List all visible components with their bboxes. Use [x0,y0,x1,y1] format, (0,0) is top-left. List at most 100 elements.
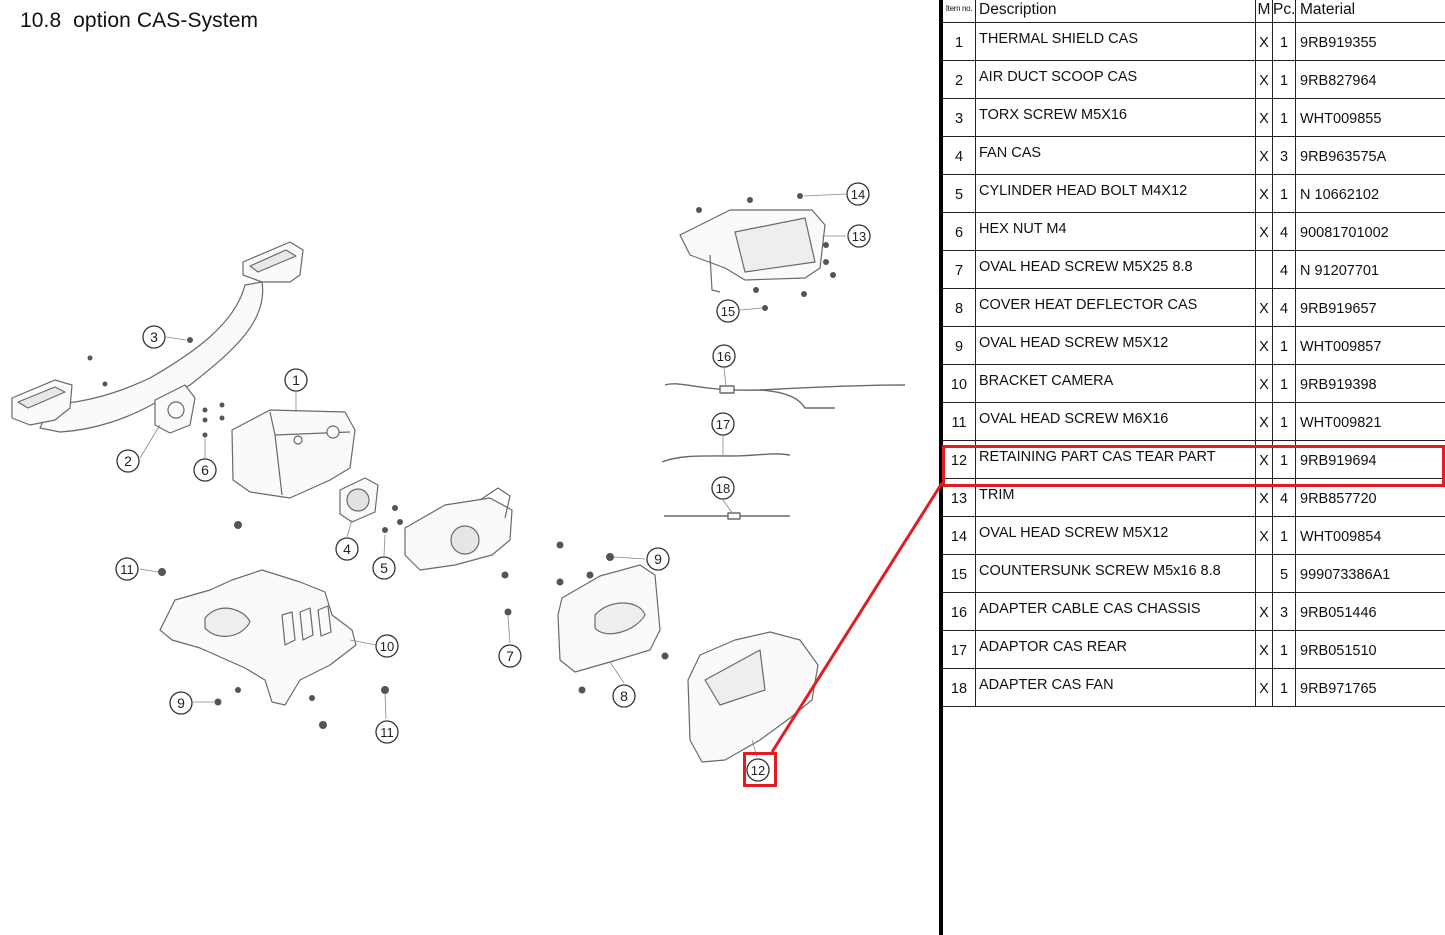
cell-pc: 1 [1272,630,1296,669]
cell-material: WHT009854 [1295,516,1445,555]
callout-number: 14 [851,187,865,202]
cell-item: 4 [943,136,976,175]
callout-circle [335,537,359,561]
cell-item: 5 [943,174,976,213]
callout-circle [612,684,636,708]
cell-m: X [1255,22,1273,61]
callout-number: 3 [150,329,158,345]
callout-circle [169,691,193,715]
fan-part [339,477,379,523]
cables [661,383,906,520]
air-duct-scoop-part [11,241,304,434]
cell-m: X [1255,516,1273,555]
cell-m: X [1255,402,1273,441]
callout-number: 15 [721,304,735,319]
cell-item: 6 [943,212,976,251]
cell-description: ADAPTER CABLE CAS CHASSIS [975,592,1256,631]
cell-m: X [1255,630,1273,669]
callout-16: 16 [712,344,736,368]
cell-pc: 3 [1272,592,1296,631]
leader-lines [139,193,847,758]
cell-item: 8 [943,288,976,327]
cell-pc: 1 [1272,402,1296,441]
trim-part [679,209,826,293]
callout-number: 11 [120,562,134,577]
callout-17: 17 [711,412,735,436]
header-pc: Pc. [1272,0,1296,23]
cell-description: BRACKET CAMERA [975,364,1256,403]
callout-5: 5 [372,556,396,580]
callout-number: 17 [716,417,730,432]
cell-description: CYLINDER HEAD BOLT M4X12 [975,174,1256,213]
cell-pc: 1 [1272,364,1296,403]
callout-number: 13 [852,229,866,244]
cell-m [1255,250,1273,289]
cell-material: WHT009821 [1295,402,1445,441]
cell-description: COVER HEAT DEFLECTOR CAS [975,288,1256,327]
cell-material: 90081701002 [1295,212,1445,251]
cell-item: 9 [943,326,976,365]
cell-item: 10 [943,364,976,403]
cell-description: THERMAL SHIELD CAS [975,22,1256,61]
parts-drawing [11,209,906,763]
callout-circle [846,182,870,206]
cell-description: FAN CAS [975,136,1256,175]
callout-2: 2 [116,449,140,473]
cell-material: 9RB919694 [1295,440,1445,479]
bracket-camera-part [159,569,357,706]
cell-pc: 4 [1272,288,1296,327]
cell-pc: 5 [1272,554,1296,593]
cell-material: 9RB971765 [1295,668,1445,707]
cell-m: X [1255,60,1273,99]
cell-material: 9RB919657 [1295,288,1445,327]
cell-item: 11 [943,402,976,441]
cell-material: 9RB963575A [1295,136,1445,175]
cell-description: TORX SCREW M5X16 [975,98,1256,137]
callout-7: 7 [498,644,522,668]
parts-list-table: Item no. Description M Pc. Material 1 THE… [943,0,1445,707]
cell-pc: 1 [1272,98,1296,137]
cell-m: X [1255,174,1273,213]
cell-pc: 1 [1272,668,1296,707]
cell-description: OVAL HEAD SCREW M5X12 [975,516,1256,555]
cell-item: 3 [943,98,976,137]
panel-divider [939,0,943,935]
header-material: Material [1295,0,1445,23]
callout-9: 9 [646,547,670,571]
callout-15: 15 [716,299,740,323]
callout-number: 1 [292,372,300,388]
callout-number: 12 [751,763,765,778]
cell-m: X [1255,592,1273,631]
cell-description: TRIM [975,478,1256,517]
cell-pc: 1 [1272,440,1296,479]
callout-circle [716,299,740,323]
cell-pc: 1 [1272,174,1296,213]
callout-circle [712,344,736,368]
cell-pc: 3 [1272,136,1296,175]
callout-number: 18 [716,481,730,496]
table-header-row: Item no. Description M Pc. Material [943,0,1445,23]
cell-description: OVAL HEAD SCREW M5X25 8.8 [975,250,1256,289]
callout-circle [193,458,217,482]
callout-circle [746,758,770,782]
cell-m: X [1255,136,1273,175]
cell-material: WHT009857 [1295,326,1445,365]
cell-material: 9RB051446 [1295,592,1445,631]
cell-description: HEX NUT M4 [975,212,1256,251]
cell-description: ADAPTER CAS FAN [975,668,1256,707]
cell-pc: 1 [1272,60,1296,99]
cover-heat-deflector-part [557,564,661,673]
cell-m: X [1255,364,1273,403]
cell-pc: 1 [1272,22,1296,61]
cell-description: OVAL HEAD SCREW M6X16 [975,402,1256,441]
callout-number: 9 [654,551,662,567]
cell-pc: 4 [1272,212,1296,251]
callout-3: 3 [142,325,166,349]
